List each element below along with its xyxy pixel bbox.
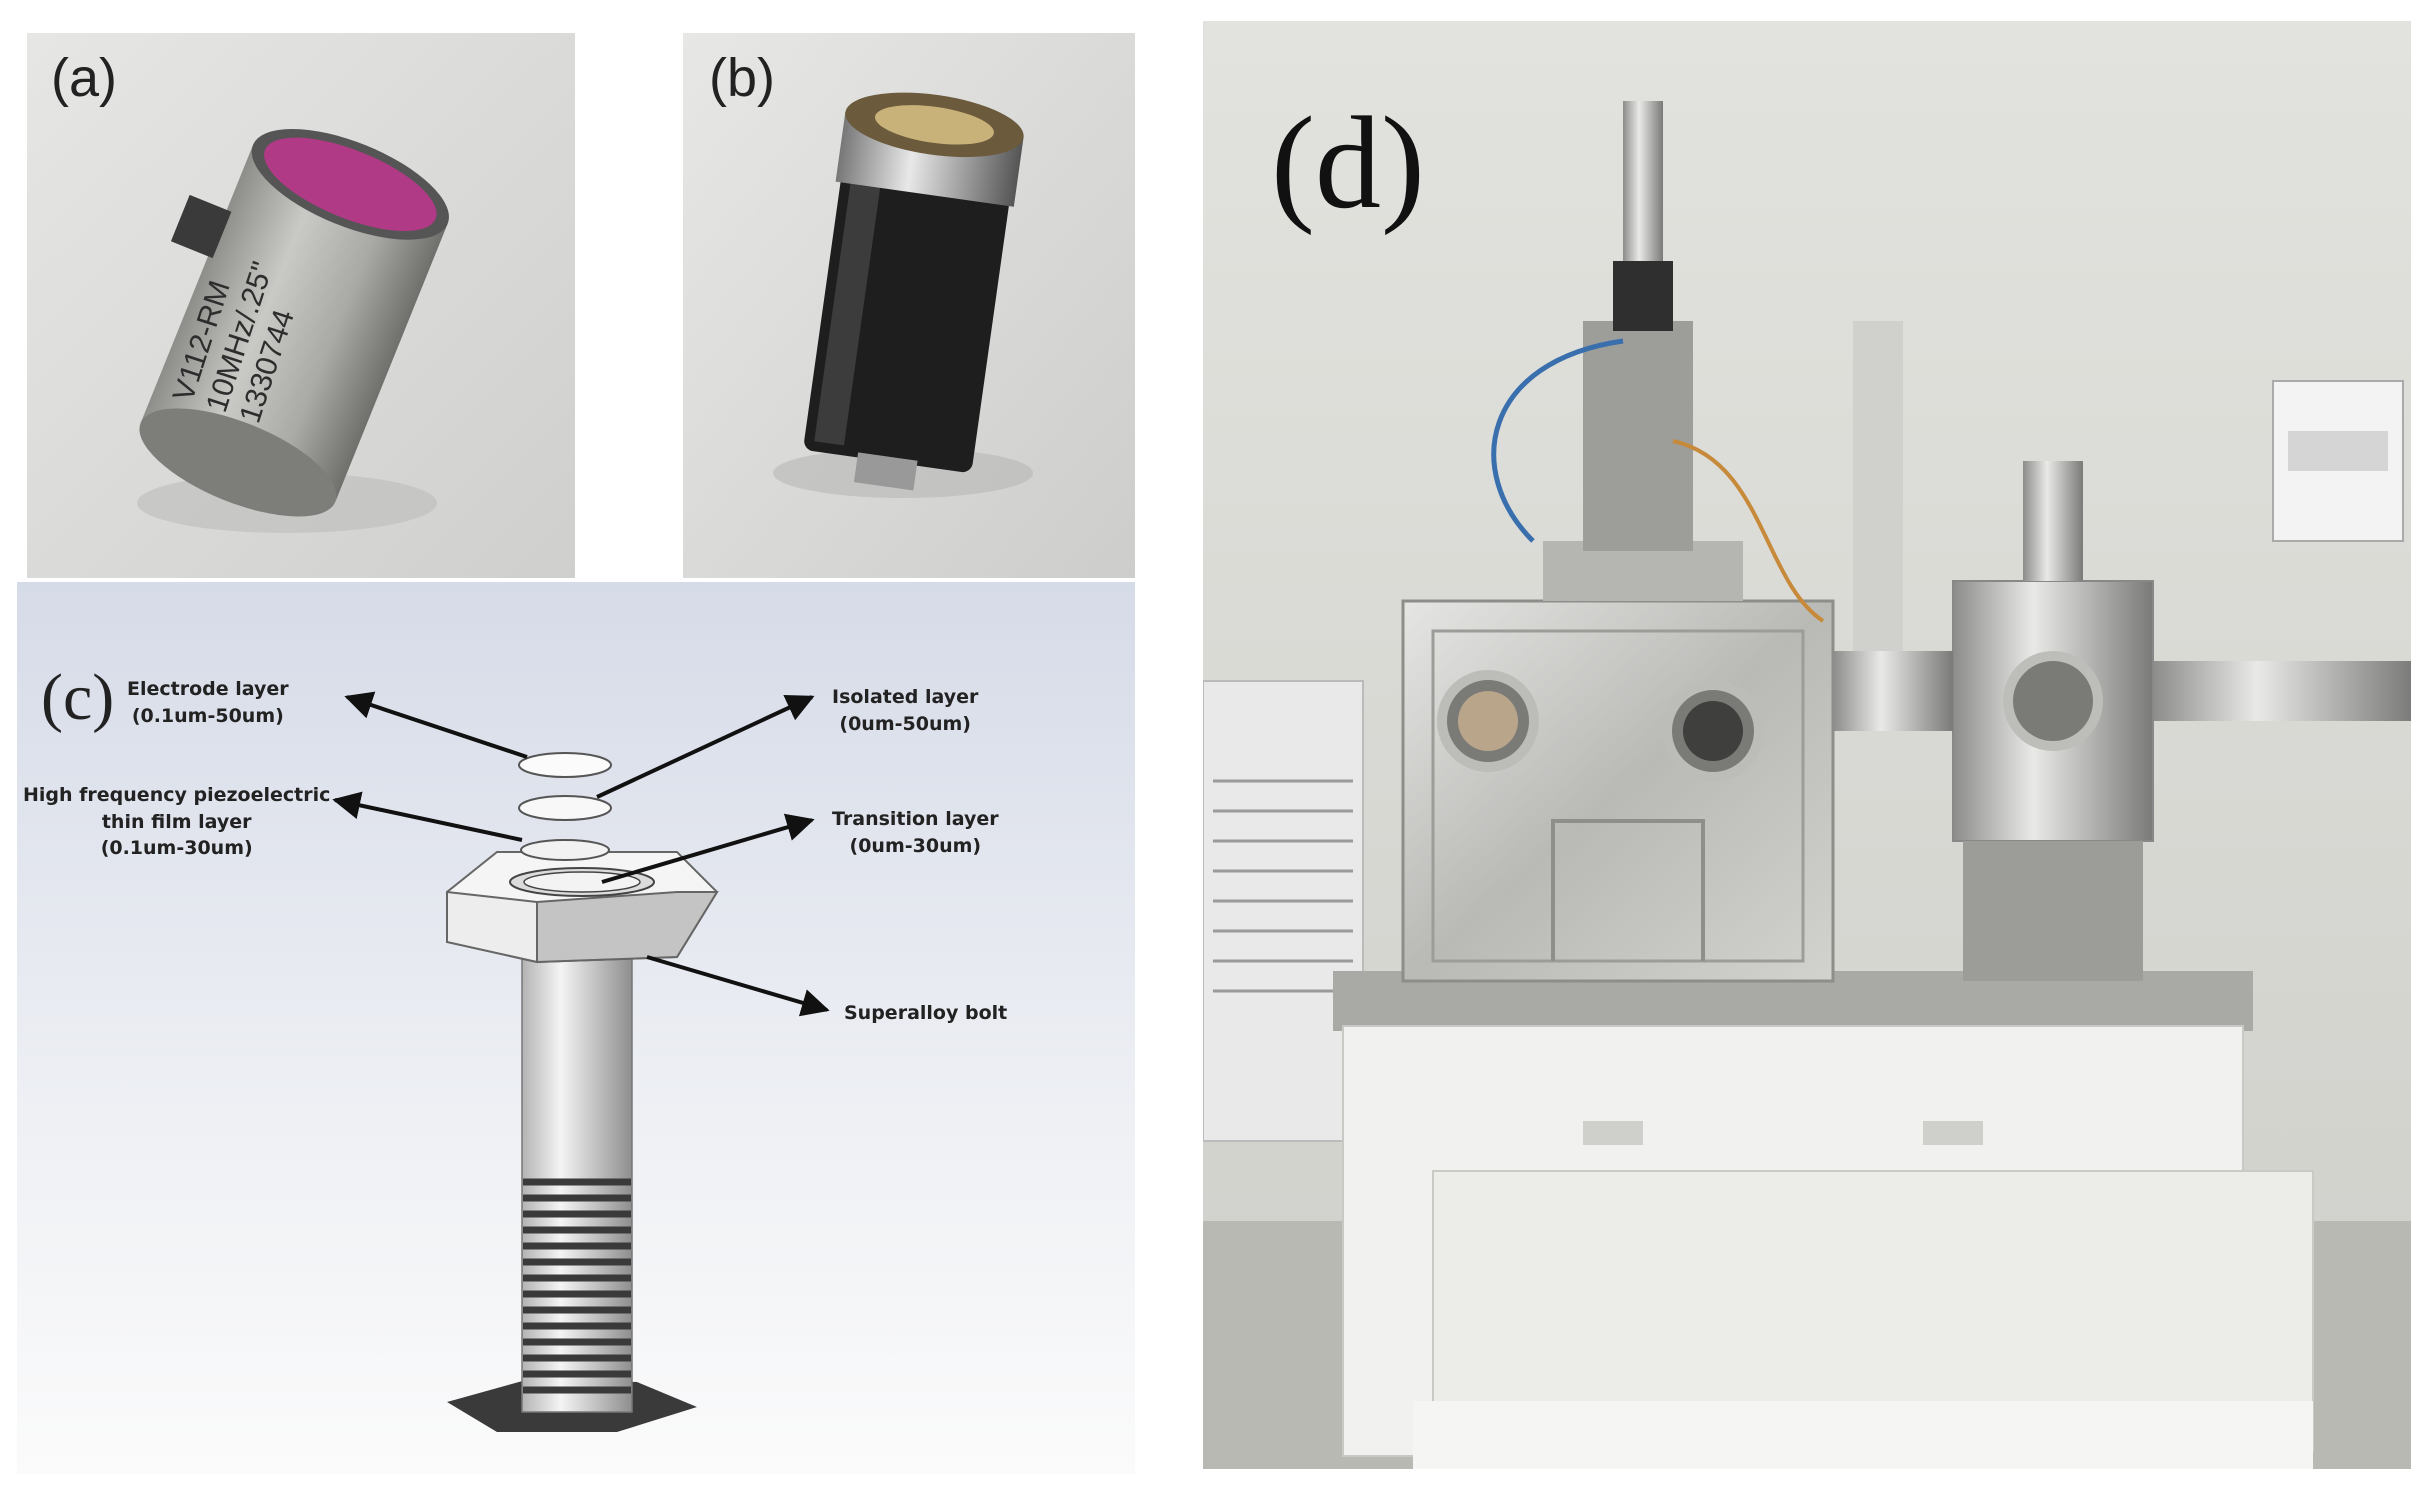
transition-layer-name: Transition layer	[832, 808, 999, 830]
electrode-layer-range: (0.1um-50um)	[131, 704, 284, 727]
electrode-layer-name: Electrode layer	[127, 678, 289, 700]
panel-a-photo: V112-RM 10MHz/.25" 1330744 (a)	[27, 33, 575, 578]
panel-c-label: (c)	[41, 661, 115, 734]
panel-d-photo: (d)	[1203, 21, 2411, 1469]
deposition-system-illustration	[1203, 21, 2411, 1469]
panel-b-photo: (b)	[683, 33, 1135, 578]
transducer-illustration: V112-RM 10MHz/.25" 1330744	[27, 33, 575, 578]
superalloy-bolt-name: Superalloy bolt	[844, 1002, 1008, 1024]
panel-d-label: (d)	[1271, 89, 1425, 236]
piezo-layer-name-2: thin film layer	[101, 810, 252, 833]
panel-b-label: (b)	[709, 48, 775, 108]
callout-superalloy-bolt: Superalloy bolt	[844, 1000, 1007, 1027]
isolated-layer-name: Isolated layer	[832, 686, 979, 708]
bolt-sensor-schematic	[17, 582, 1135, 1474]
panel-a-label: (a)	[51, 48, 117, 108]
piezo-layer-name-1: High frequency piezoelectric	[23, 784, 331, 806]
connector-illustration	[683, 33, 1135, 578]
isolated-layer-range: (0um-50um)	[839, 712, 971, 735]
transition-layer-range: (0um-30um)	[849, 834, 982, 857]
callout-transition-layer: Transition layer (0um-30um)	[832, 806, 999, 859]
callout-electrode-layer: Electrode layer (0.1um-50um)	[127, 676, 289, 729]
piezo-layer-range: (0.1um-30um)	[100, 837, 253, 860]
panel-c-schematic: (c) Electrode layer (0.1um-50um) Isolate…	[17, 582, 1135, 1474]
callout-piezo-layer: High frequency piezoelectric thin film l…	[23, 782, 330, 862]
callout-isolated-layer: Isolated layer (0um-50um)	[832, 684, 978, 737]
